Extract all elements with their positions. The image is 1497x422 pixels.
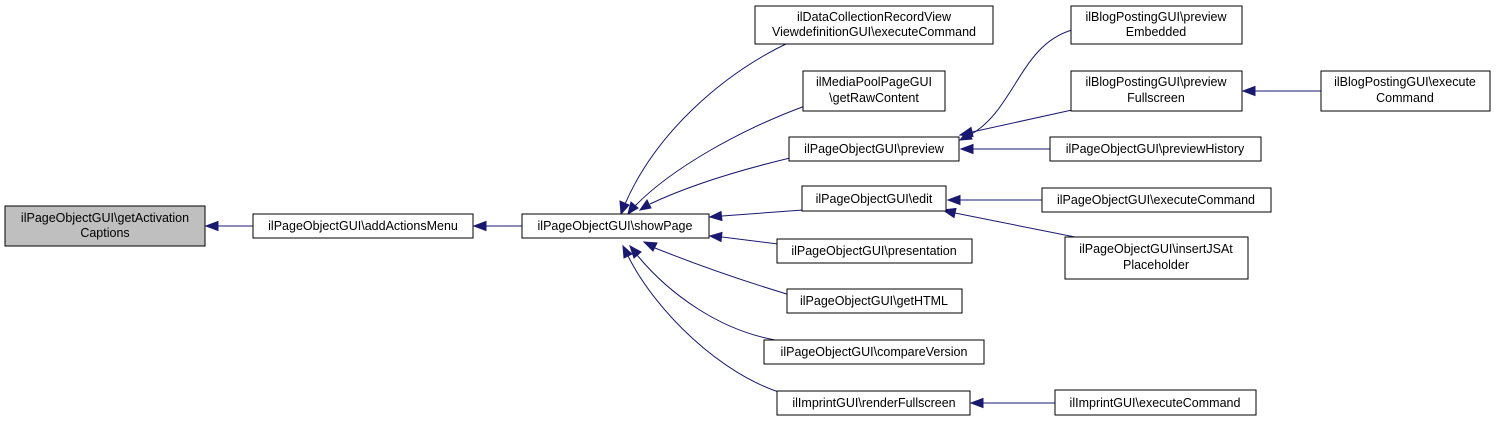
- node-label-line: \getRawContent: [829, 91, 919, 105]
- node-preview[interactable]: ilPageObjectGUI\preview: [788, 136, 960, 162]
- edge-arrowhead: [204, 220, 219, 232]
- node-insert-js-placeholder[interactable]: ilPageObjectGUI\insertJSAt Placeholder: [1064, 236, 1249, 280]
- node-label-line: ViewdefinitionGUI\executeCommand: [772, 25, 976, 39]
- edge-arrowhead: [627, 201, 639, 216]
- node-preview-history[interactable]: ilPageObjectGUI\previewHistory: [1049, 136, 1262, 162]
- edge-arrowhead: [472, 220, 487, 232]
- node-label-line: ilBlogPostingGUI\preview: [1085, 10, 1227, 24]
- edge-gethtml-to-showpage: [654, 247, 791, 296]
- edge-arrowhead: [638, 199, 652, 211]
- node-label-line: Placeholder: [1123, 258, 1189, 272]
- edge-dclexecute-to-showpage: [624, 41, 791, 205]
- node-imprint-execute-command[interactable]: ilImprintGUI\executeCommand: [1054, 389, 1257, 416]
- node-presentation[interactable]: ilPageObjectGUI\presentation: [776, 238, 973, 264]
- node-get-activation-captions[interactable]: ilPageObjectGUI\getActivation Captions: [4, 205, 206, 247]
- node-media-pool-raw-content[interactable]: ilMediaPoolPageGUI \getRawContent: [802, 70, 946, 112]
- edge-edit-to-showpage: [721, 209, 804, 217]
- node-label-line: Command: [1376, 91, 1434, 105]
- node-label-line: ilPageObjectGUI\compareVersion: [781, 345, 968, 359]
- edge-arrowhead: [946, 194, 961, 206]
- node-blog-execute-command[interactable]: ilBlogPostingGUI\execute Command: [1320, 70, 1491, 112]
- node-label-line: ilPageObjectGUI\getHTML: [800, 294, 948, 308]
- edge-arrowhead: [619, 200, 630, 216]
- edge-arrowhead: [1241, 85, 1256, 97]
- node-label-line: ilImprintGUI\executeCommand: [1070, 396, 1241, 410]
- node-label-line: ilPageObjectGUI\getActivation: [21, 211, 189, 225]
- node-edit[interactable]: ilPageObjectGUI\edit: [801, 185, 947, 212]
- edge-compareversion-to-showpage: [636, 254, 776, 341]
- edge-renderfullscreen-to-showpage: [627, 255, 786, 395]
- node-label-line: ilPageObjectGUI\showPage: [538, 219, 693, 233]
- edge-arrowhead: [958, 126, 974, 138]
- node-label-line: ilPageObjectGUI\addActionsMenu: [268, 219, 458, 233]
- edge-arrowhead: [969, 397, 984, 409]
- edge-blogpreviewembedded-to-preview: [969, 29, 1073, 136]
- node-dcl-execute-command[interactable]: ilDataCollectionRecordView Viewdefinitio…: [754, 5, 994, 45]
- node-compare-version[interactable]: ilPageObjectGUI\compareVersion: [763, 339, 985, 365]
- node-label-line: ilBlogPostingGUI\preview: [1085, 75, 1227, 89]
- node-label-line: ilPageObjectGUI\insertJSAt: [1079, 242, 1233, 256]
- node-label-line: ilDataCollectionRecordView: [797, 10, 952, 24]
- node-label-line: ilPageObjectGUI\edit: [816, 192, 933, 206]
- node-label-line: ilImprintGUI\renderFullscreen: [792, 396, 955, 410]
- node-label-line: ilPageObjectGUI\previewHistory: [1066, 142, 1245, 156]
- graph-edges: [204, 29, 1321, 409]
- node-add-actions-menu[interactable]: ilPageObjectGUI\addActionsMenu: [252, 213, 474, 239]
- node-label-line: ilPageObjectGUI\preview: [804, 142, 945, 156]
- node-show-page[interactable]: ilPageObjectGUI\showPage: [521, 213, 710, 239]
- node-blog-preview-fullscreen[interactable]: ilBlogPostingGUI\preview Fullscreen: [1070, 70, 1243, 112]
- node-label-line: Captions: [80, 226, 129, 240]
- edge-arrowhead: [622, 244, 633, 259]
- edge-mediapool-to-showpage: [634, 105, 806, 207]
- node-render-fullscreen[interactable]: ilImprintGUI\renderFullscreen: [776, 390, 971, 416]
- node-label-line: ilBlogPostingGUI\execute: [1334, 75, 1476, 89]
- node-get-html[interactable]: ilPageObjectGUI\getHTML: [786, 288, 963, 314]
- node-blog-preview-embedded[interactable]: ilBlogPostingGUI\preview Embedded: [1070, 5, 1243, 45]
- edge-preview-to-showpage: [649, 157, 791, 205]
- edge-insertjs-to-edit: [954, 212, 1091, 241]
- edge-arrowhead: [708, 231, 723, 243]
- edge-presentation-to-showpage: [721, 236, 779, 245]
- node-label-line: Embedded: [1126, 25, 1187, 39]
- edge-blogpreviewfullscreen-to-preview: [971, 109, 1073, 133]
- node-edit-execute-command[interactable]: ilPageObjectGUI\executeCommand: [1041, 187, 1272, 213]
- edge-arrowhead: [959, 143, 974, 155]
- node-label-line: Fullscreen: [1127, 91, 1185, 105]
- node-label-line: ilPageObjectGUI\presentation: [791, 244, 956, 258]
- node-label-line: ilMediaPoolPageGUI: [816, 75, 932, 89]
- edge-arrowhead: [708, 210, 723, 222]
- graph-nodes: ilPageObjectGUI\getActivation Captions i…: [4, 5, 1491, 416]
- edge-arrowhead: [642, 241, 658, 252]
- edge-arrowhead: [629, 244, 642, 259]
- node-label-line: ilPageObjectGUI\executeCommand: [1057, 193, 1255, 207]
